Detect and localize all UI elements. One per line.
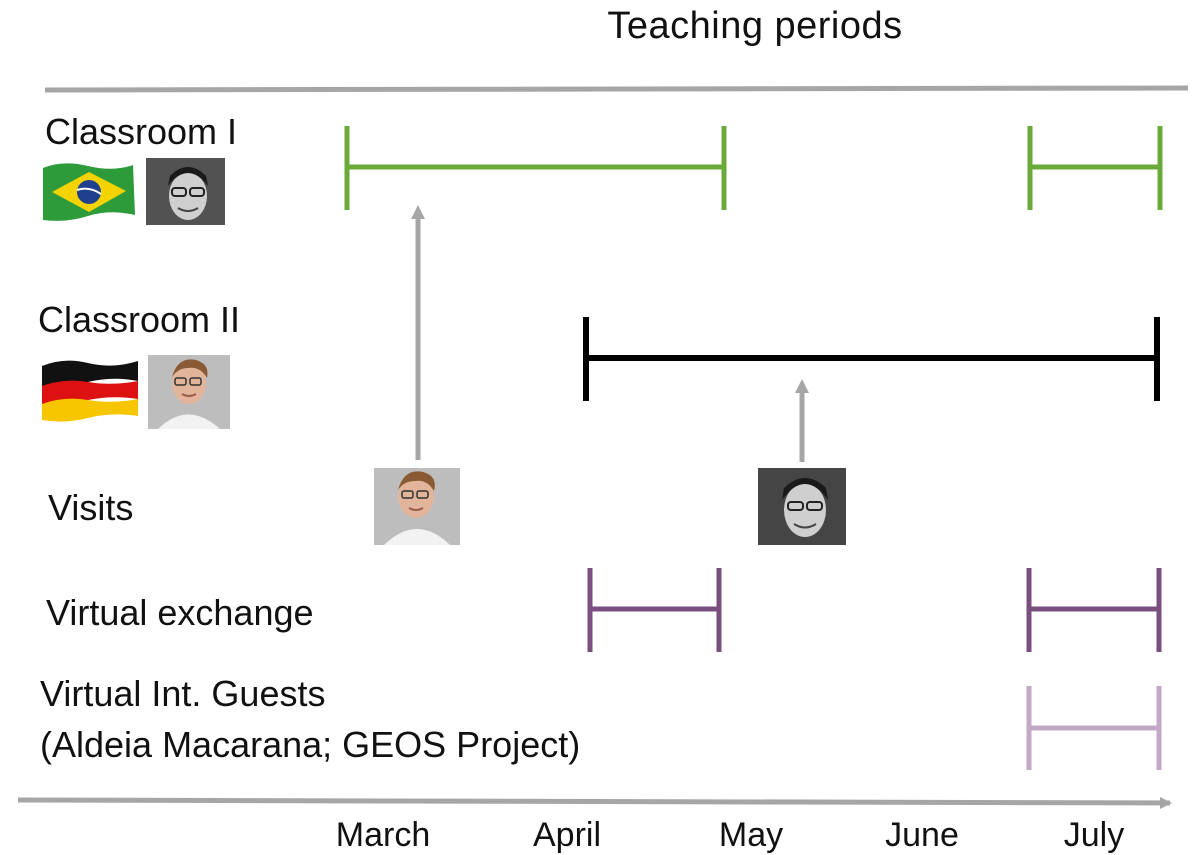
brazil-flag-icon	[43, 163, 135, 221]
month-label-march: March	[336, 816, 430, 854]
virtual-exchange-period-1	[587, 568, 722, 652]
row-label-virtual-exchange: Virtual exchange	[46, 592, 314, 633]
month-label-april: April	[533, 816, 601, 854]
row-label-classroom-2: Classroom II	[38, 299, 240, 340]
month-label-june: June	[885, 816, 959, 854]
row-label-virtual-guests: Virtual Int. Guests	[40, 673, 325, 714]
row-label-visits: Visits	[48, 487, 133, 528]
classroom-1-period-1	[344, 126, 727, 210]
row-label-virtual-guests-subtitle: (Aldeia Macarana; GEOS Project)	[40, 724, 580, 765]
virtual-guests-period	[1026, 686, 1162, 770]
classroom-1-period-2	[1027, 126, 1163, 210]
teacher-photo-icon	[148, 355, 230, 429]
germany-flag-icon	[42, 360, 138, 422]
diagram-title: Teaching periods	[607, 5, 902, 47]
teacher-photo-icon	[146, 158, 225, 225]
row-label-classroom-1: Classroom I	[45, 111, 237, 152]
virtual-exchange-period-2	[1026, 568, 1162, 652]
teacher-photo-icon	[374, 468, 460, 545]
month-label-may: May	[719, 816, 783, 854]
classroom-2-period	[583, 317, 1160, 401]
month-label-july: July	[1064, 816, 1124, 854]
time-axis	[17, 796, 1172, 809]
top-divider	[44, 85, 1189, 93]
teacher-photo-icon	[758, 468, 846, 545]
